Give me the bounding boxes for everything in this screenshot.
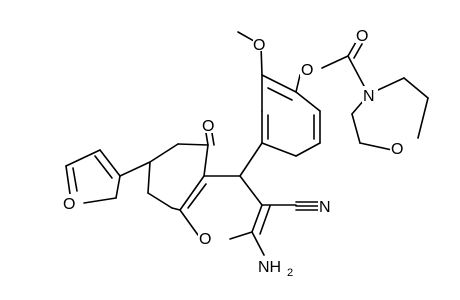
carbamate-carbonyl-oxygen-label: O [356, 28, 368, 45]
amine-subscript: 2 [287, 267, 293, 279]
bond-lines [65, 31, 429, 256]
morpholine-oxygen-label: O [391, 141, 403, 158]
amine-label: NH [258, 259, 281, 276]
nitrile-nitrogen-label: N [319, 199, 331, 216]
ketone-oxygen-label: O [202, 118, 214, 135]
pyran-oxygen-label: O [199, 231, 211, 248]
atom-labels: O O O N O O N O O NH 2 [62, 26, 406, 279]
ester-oxygen-label: O [301, 62, 313, 79]
furan-oxygen-label: O [63, 196, 75, 213]
methoxy-oxygen-label: O [253, 37, 265, 54]
morpholine-nitrogen-label: N [363, 88, 375, 105]
